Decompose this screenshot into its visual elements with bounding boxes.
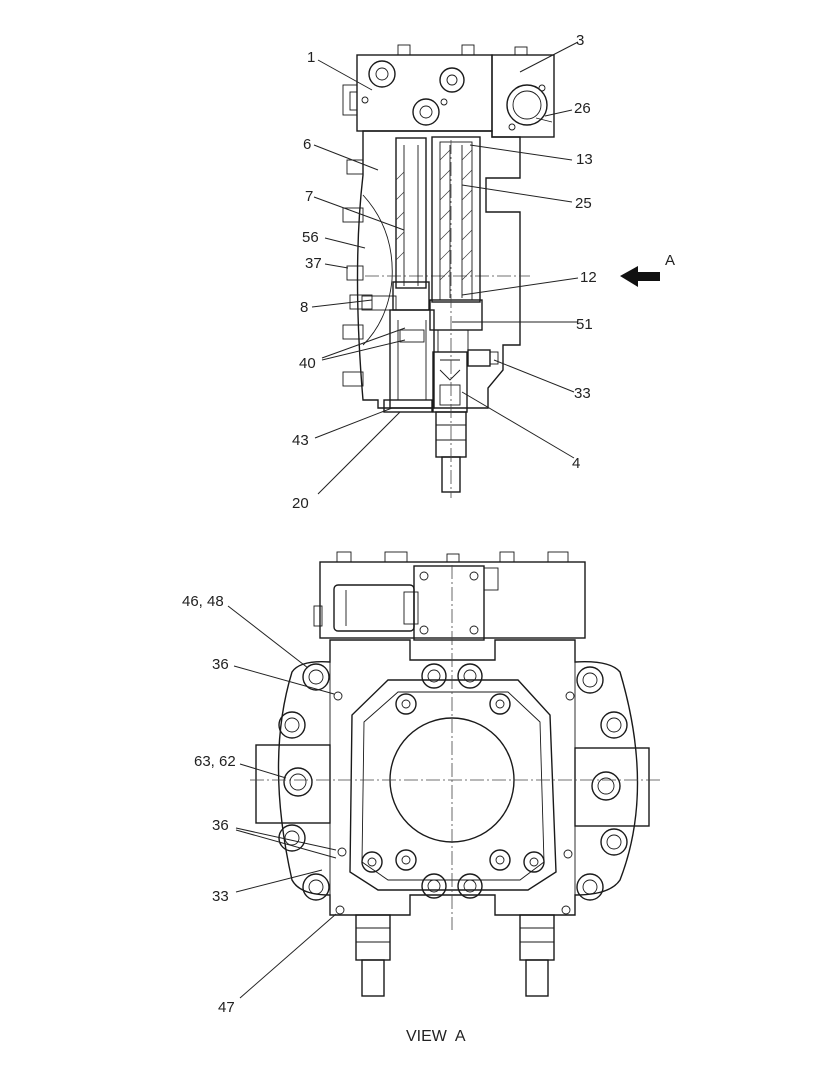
callout-12: 12 bbox=[580, 269, 597, 286]
fitting-left bbox=[355, 914, 391, 961]
view-a-caption: VIEW A bbox=[406, 1028, 466, 1045]
top-section-view: A 1 3 26 6 13 bbox=[292, 32, 675, 512]
callout-56: 56 bbox=[302, 229, 319, 246]
callout-43: 43 bbox=[292, 432, 309, 449]
callout-6: 6 bbox=[303, 136, 311, 153]
callout-13: 13 bbox=[576, 151, 593, 168]
left-mount-ear bbox=[255, 744, 331, 824]
port-flange bbox=[349, 679, 557, 891]
callout-1: 1 bbox=[307, 49, 315, 66]
callout-47: 47 bbox=[218, 999, 235, 1016]
callout-36-lower: 36 bbox=[212, 817, 229, 834]
view-a-bolts bbox=[278, 663, 628, 915]
callout-8: 8 bbox=[300, 299, 308, 316]
callout-37: 37 bbox=[305, 255, 322, 272]
regulator-head bbox=[356, 54, 493, 132]
plug bbox=[383, 399, 433, 413]
callout-51: 51 bbox=[576, 316, 593, 333]
fitting-right bbox=[519, 914, 555, 961]
callout-33-bottom: 33 bbox=[212, 888, 229, 905]
pump-housing bbox=[277, 639, 639, 916]
view-a-callouts: 46, 48 36 63, 62 36 33 47 bbox=[182, 593, 236, 1016]
callout-7: 7 bbox=[305, 188, 313, 205]
valve-4 bbox=[432, 351, 468, 413]
view-a-leaders bbox=[227, 605, 337, 999]
right-mount-ear bbox=[574, 747, 650, 827]
solenoid-valve bbox=[413, 565, 485, 641]
top-leaders bbox=[311, 41, 579, 495]
pump-body bbox=[356, 130, 521, 409]
callout-25: 25 bbox=[575, 195, 592, 212]
view-marker-label: A bbox=[665, 252, 675, 269]
callout-26: 26 bbox=[574, 100, 591, 117]
callout-20: 20 bbox=[292, 495, 309, 512]
callout-40: 40 bbox=[299, 355, 316, 372]
regulator-top-view bbox=[319, 561, 586, 639]
view-direction-arrow bbox=[620, 266, 660, 287]
callout-33-top: 33 bbox=[574, 385, 591, 402]
top-callouts: 1 3 26 6 13 7 25 56 37 12 8 51 40 33 43 … bbox=[292, 32, 597, 512]
callout-46-48: 46, 48 bbox=[182, 593, 224, 610]
spring-housing bbox=[431, 136, 481, 303]
callout-4: 4 bbox=[572, 455, 580, 472]
callout-63-62: 63, 62 bbox=[194, 753, 236, 770]
callout-3: 3 bbox=[576, 32, 584, 49]
servo-piston bbox=[395, 137, 427, 289]
callout-36-upper: 36 bbox=[212, 656, 229, 673]
view-a: 46, 48 36 63, 62 36 33 47 VIEW A bbox=[182, 551, 660, 1045]
